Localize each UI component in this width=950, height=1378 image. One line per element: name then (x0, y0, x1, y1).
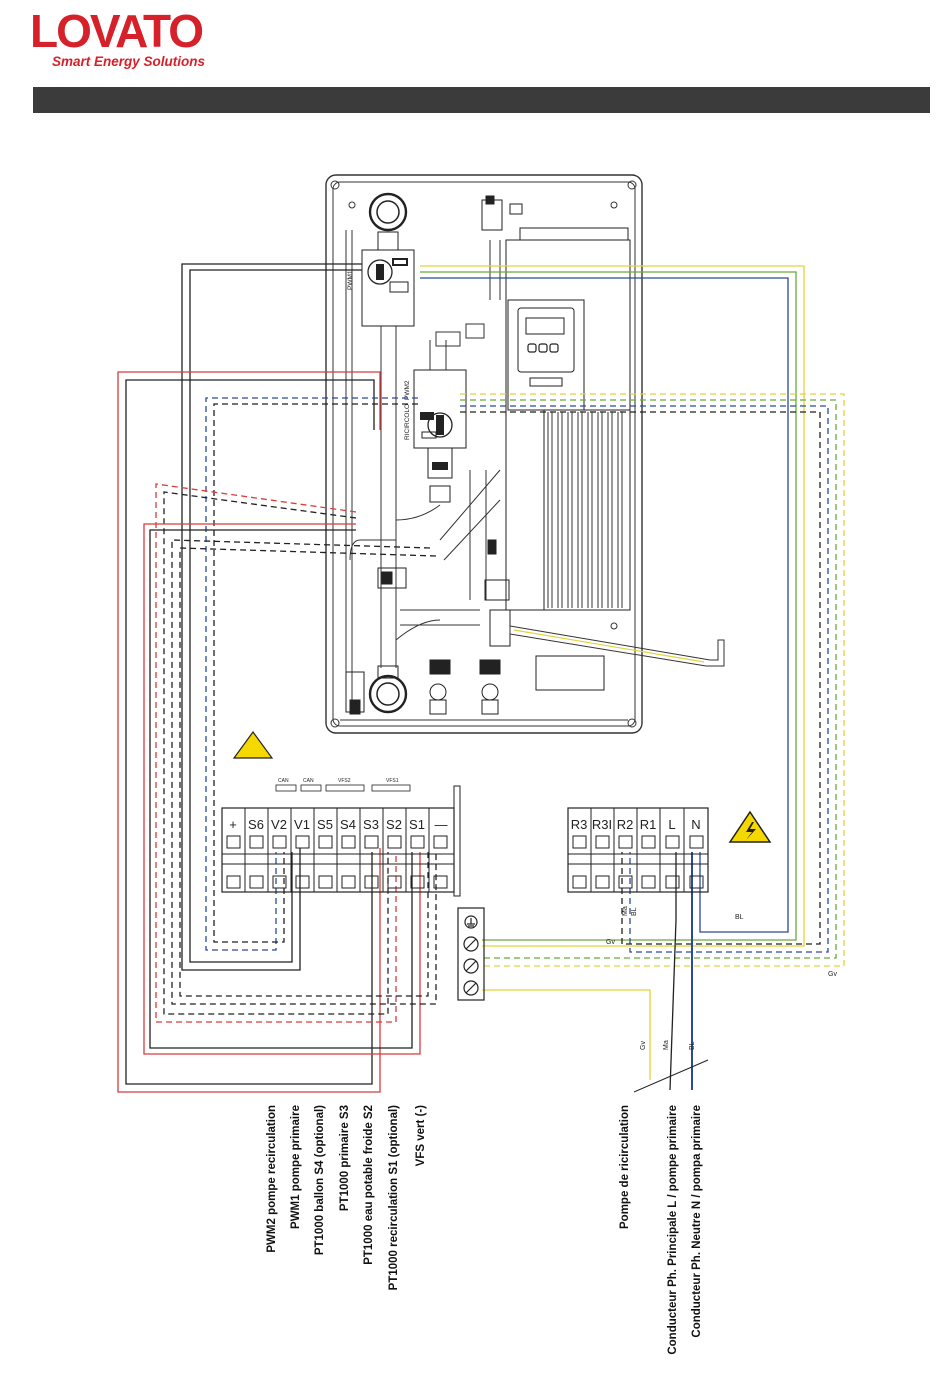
pump-pwm1-label: PWM1 (347, 270, 354, 290)
sensor-probe (509, 625, 725, 667)
pump-pwm1: PWM1 (347, 249, 415, 327)
legend-recirc-pump: Pompe de ricirculation (619, 1105, 631, 1229)
controller-cables (547, 412, 623, 608)
bottom-fitting (345, 665, 408, 715)
pump-pwm2: PWM2 RICIRCOLO (404, 369, 467, 503)
wire-label-gv-1: Gv (606, 939, 615, 946)
hv-terminal-r1: R1 (640, 817, 657, 832)
jumper-label-1: CAN (303, 778, 314, 784)
hv-terminal-r3i: R3I (592, 817, 612, 832)
brand-wordmark: LOVATO (30, 5, 204, 57)
jumper-row: CAN CAN VFS2 VFS1 (275, 778, 411, 792)
wiring (117, 263, 845, 1093)
high-voltage-terminal: R3 R3I R2 R1 L N (567, 807, 709, 893)
wire-label-gv-3: Gv (640, 1041, 647, 1050)
lv-terminal-s5: S5 (317, 817, 333, 832)
jumper-label-2: VFS2 (338, 778, 351, 784)
sensor-probe-lead (513, 629, 705, 663)
lv-terminal-s3: S3 (363, 817, 379, 832)
wire-label-bl-1: BL (735, 914, 744, 921)
lv-terminal-plus: + (229, 817, 237, 832)
top-fitting (368, 192, 408, 251)
lv-terminal-s4: S4 (340, 817, 356, 832)
lv-terminal-s1: S1 (409, 817, 425, 832)
lv-terminal-v2: V2 (271, 817, 287, 832)
legend-pwm1: PWM1 pompe primaire (290, 1105, 302, 1229)
controller (505, 227, 631, 611)
pipes (349, 240, 501, 668)
valves (377, 195, 605, 715)
legend-neutral-n: Conducteur Ph. Neutre N / pompa primaire (691, 1105, 703, 1338)
electric-hazard-icon (728, 810, 772, 843)
hv-terminal-r3: R3 (571, 817, 588, 832)
legend-pwm2: PWM2 pompe recirculation (266, 1105, 278, 1253)
legend-vfs: VFS vert (-) (415, 1105, 427, 1167)
lv-terminal-v1: V1 (294, 817, 310, 832)
wire-label-ma-2: Ma (663, 1040, 670, 1050)
wire-labels: Gv Gv BL Ma BL Gv Ma BL (606, 906, 837, 1050)
pump-pwm2-name: RICIRCOLO (404, 404, 411, 440)
legend-s4: PT1000 ballon S4 (optional) (314, 1105, 326, 1255)
hv-terminal-r2: R2 (617, 817, 634, 832)
legend-left: PWM2 pompe recirculation PWM1 pompe prim… (266, 1105, 427, 1290)
hv-terminal-l: L (668, 817, 675, 832)
hv-terminal-n: N (691, 817, 700, 832)
lv-terminal-minus: — (435, 817, 448, 832)
header-bar (33, 87, 930, 113)
jumper-label-3: VFS1 (386, 778, 399, 784)
wire-label-bl-3: BL (689, 1041, 696, 1050)
wire-label-ma-1: Ma (622, 906, 629, 916)
brand-logo: LOVATO Smart Energy Solutions (30, 6, 230, 72)
legend-phase-l: Conducteur Ph. Principale L / pompe prim… (667, 1105, 679, 1355)
lv-terminal-s6: S6 (248, 817, 264, 832)
hydraulic-unit (325, 174, 643, 734)
pump-pwm2-label: PWM2 (404, 380, 411, 400)
warning-icon (232, 730, 274, 759)
legend-right: Pompe de ricirculation Conducteur Ph. Pr… (619, 1105, 703, 1355)
lv-terminal-s2: S2 (386, 817, 402, 832)
legend-s2: PT1000 eau potable froide S2 (363, 1105, 375, 1265)
wire-label-bl-2: BL (631, 907, 638, 916)
earth-terminal (457, 907, 485, 1001)
legend-s1: PT1000 recirculation S1 (optional) (388, 1105, 400, 1290)
low-voltage-terminal: + S6 V2 V1 S5 S4 S3 S2 S1 — (221, 785, 461, 897)
wire-label-gv-2: Gv (828, 971, 837, 978)
brand-tagline: Smart Energy Solutions (52, 54, 206, 69)
legend-s3: PT1000 primaire S3 (339, 1105, 351, 1211)
jumper-label-0: CAN (278, 778, 289, 784)
